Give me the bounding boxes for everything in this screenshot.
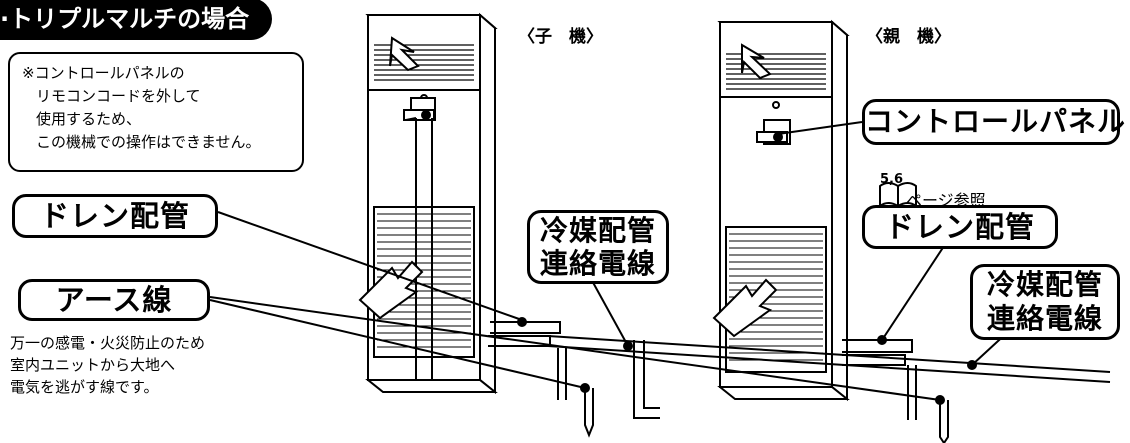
refrigerant-wire-label-left: 冷媒配管 連絡電線	[527, 210, 669, 284]
page-title: ·トリプルマルチの場合	[0, 0, 272, 40]
earth-note-line: 電気を逃がす線です。	[10, 378, 159, 396]
note-line: リモコンコードを外して	[36, 87, 201, 105]
refrigerant-wire-label-right: 冷媒配管 連絡電線	[970, 264, 1120, 340]
earth-note-line: 万一の感電・火災防止のため	[10, 334, 206, 352]
earth-note: 万一の感電・火災防止のため 室内ユニットから大地へ 電気を逃がす線です。	[10, 332, 205, 398]
page-ref-number: 5,6	[880, 172, 904, 187]
refrigerant-line: 冷媒配管	[986, 268, 1103, 301]
earth-wire-label: アース線	[18, 279, 210, 321]
remote-note-box: ※コントロールパネルの リモコンコードを外して 使用するため、 この機械での操作…	[8, 52, 304, 172]
refrigerant-line: 連絡電線	[539, 247, 656, 280]
child-unit-label: 〈子 機〉	[518, 27, 603, 47]
control-panel-label: コントロールパネル	[862, 99, 1125, 145]
parent-unit-label: 〈親 機〉	[866, 27, 951, 47]
note-line: ※コントロールパネルの	[22, 64, 185, 82]
refrigerant-line: 連絡電線	[986, 302, 1103, 335]
refrigerant-line: 冷媒配管	[539, 214, 656, 247]
note-line: 使用するため、	[36, 110, 142, 128]
parent-indoor-unit	[712, 19, 850, 402]
drain-pipe-label-left: ドレン配管	[12, 194, 218, 238]
note-line: この機械での操作はできません。	[36, 133, 261, 151]
child-indoor-unit	[358, 12, 498, 395]
earth-note-line: 室内ユニットから大地へ	[10, 356, 176, 374]
leader-lines	[209, 117, 1011, 405]
drain-pipe-label-right: ドレン配管	[862, 205, 1058, 249]
